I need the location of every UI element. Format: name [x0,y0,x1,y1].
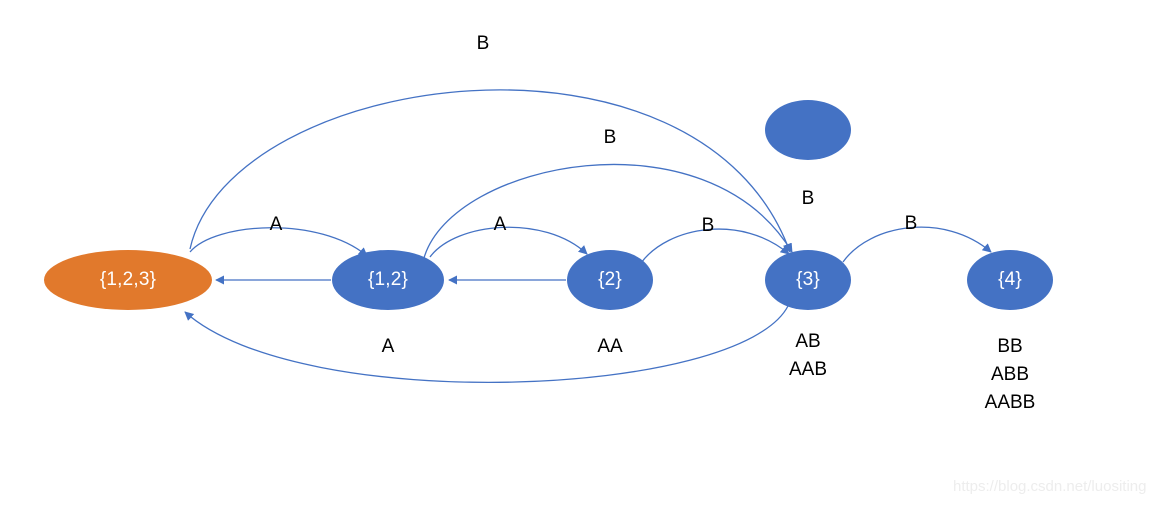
state-caption-unlabeled: B [801,188,815,209]
edge-n12-n3-B [423,163,793,259]
state-caption-12: A [381,336,395,357]
edge-label-n12-n3: B [603,127,617,148]
state-node-3[interactable]: {3} [765,250,851,310]
edge-n123-n3-B [189,89,792,253]
edge-n3-n123-bottom [184,305,789,383]
state-node-unlabeled[interactable] [765,100,851,160]
edge-label-n2-n3: B [701,215,715,236]
state-node-12[interactable]: {1,2} [332,250,444,310]
state-node-12-label: {1,2} [367,269,409,290]
state-caption-4: BB ABB AABB [984,336,1036,413]
state-node-4-label: {4} [998,269,1022,290]
edge-n12-n2-A [429,226,588,258]
edge-n123-n12-A [189,227,368,257]
edge-label-n3-n4: B [904,213,918,234]
state-node-2-label: {2} [598,269,622,290]
state-node-2[interactable]: {2} [567,250,653,310]
state-node-123[interactable]: {1,2,3} [44,250,212,310]
state-node-123-label: {1,2,3} [99,269,157,290]
edge-label-n123-n12: A [269,214,283,235]
state-node-4[interactable]: {4} [967,250,1053,310]
state-node-3-label: {3} [796,269,820,290]
state-caption-3: AB AAB [788,331,828,380]
edge-n2-n3-B [640,228,790,264]
edge-n3-n4-B [842,226,992,263]
state-caption-2: AA [597,336,623,357]
watermark: https://blog.csdn.net/luositing [953,478,1147,495]
edge-label-n12-n2: A [493,214,507,235]
edge-label-n123-n3: B [476,33,490,54]
